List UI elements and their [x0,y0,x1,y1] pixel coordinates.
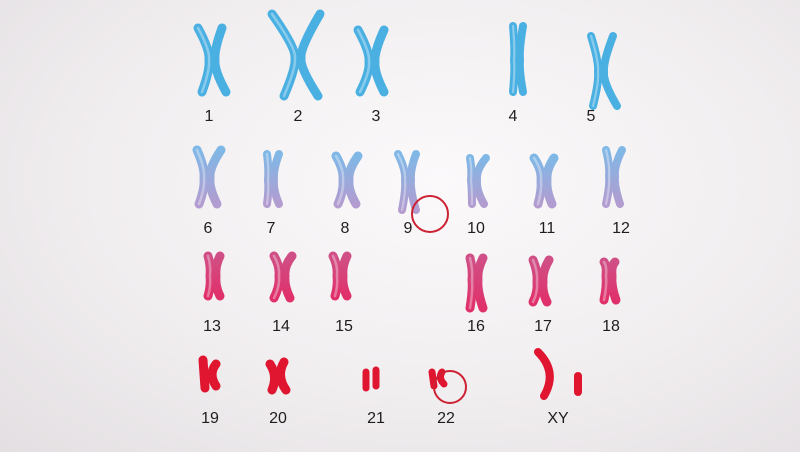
chromosome-label: 7 [266,220,276,237]
chromosome-label: 9 [403,220,413,237]
chromosome-16 [465,253,488,313]
chromosome-label: 16 [467,318,485,335]
chromosome-2 [267,9,325,101]
chromosome-17 [528,255,554,307]
chromosome-4 [509,22,527,96]
chromosome-3 [353,25,389,97]
chromosome-11 [529,153,559,209]
highlight-circle-22 [433,370,467,404]
chromosome-6 [192,145,226,209]
chromosome-XY [534,348,582,400]
chromosome-label: 21 [367,410,385,427]
chromosome-8 [331,151,363,209]
chromosome-label: 12 [612,220,630,237]
chromosome-label: 8 [340,220,350,237]
chromosome-label: 15 [335,318,353,335]
chromosome-label: 5 [586,108,596,125]
chromosome-label: 10 [467,220,485,237]
chromosome-20 [265,357,291,395]
chromosome-label: 14 [272,318,290,335]
chromosome-19 [198,355,221,393]
chromosome-label: 3 [371,108,381,125]
chromosome-label: 22 [437,410,455,427]
chromosome-5 [587,32,621,110]
chromosome-label: 6 [203,220,213,237]
chromosome-10 [466,154,490,208]
chromosome-label: 13 [203,318,221,335]
chromosome-label: 2 [293,108,303,125]
chromosome-label: 19 [201,410,219,427]
chromosome-label: 1 [204,108,214,125]
highlight-circle-9 [411,195,449,233]
chromosome-14 [269,251,297,303]
chromosome-21 [362,366,380,392]
chromosome-13 [203,251,225,301]
chromosome-label: 20 [269,410,287,427]
chromosome-label: 11 [538,220,556,237]
chromosome-label: 4 [508,108,518,125]
chromosome-12 [602,146,626,208]
chromosome-9 [394,150,420,214]
chromosome-1 [193,23,231,97]
chromosome-7 [263,150,283,208]
chromosome-label: XY [547,410,569,427]
chromosome-18 [599,257,621,305]
chromosome-label: 17 [534,318,552,335]
chromosome-15 [328,251,352,301]
chromosome-label: 18 [602,318,620,335]
